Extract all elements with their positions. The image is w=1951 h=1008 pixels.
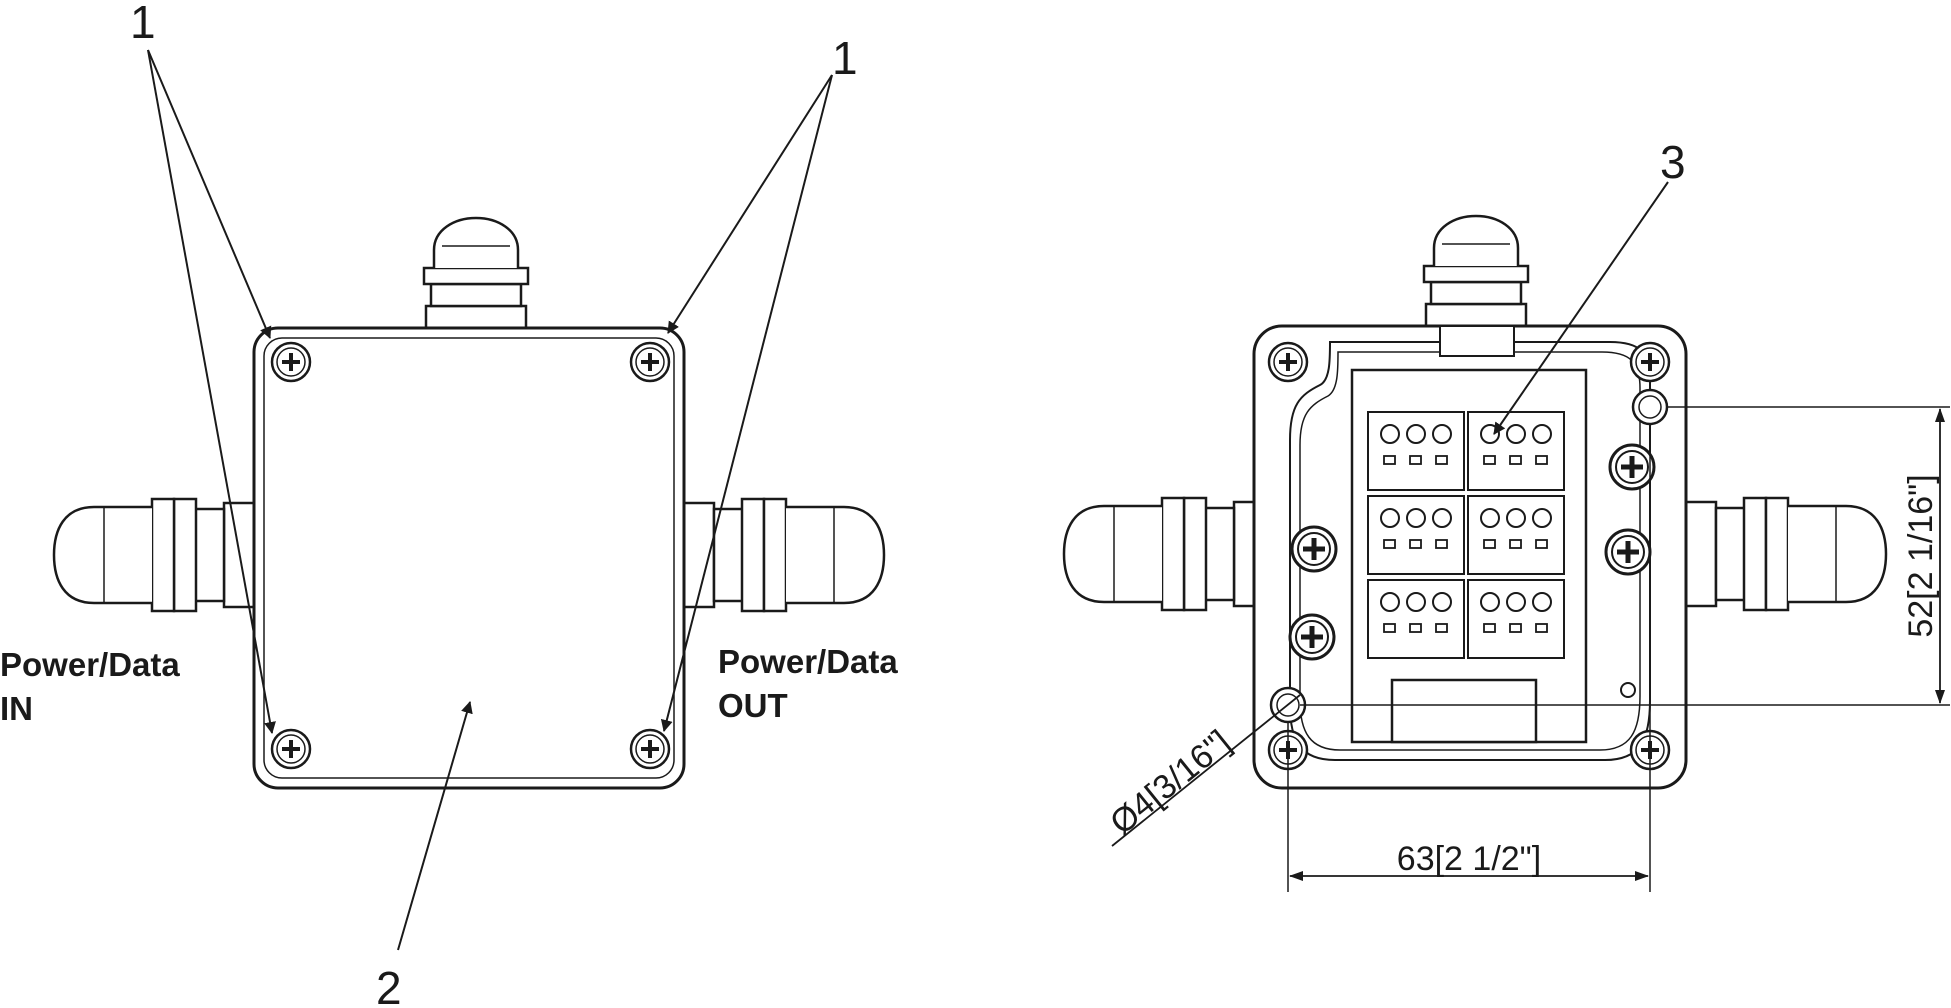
internal-screw-3: [1610, 445, 1654, 489]
housing-screw-top-left: [1267, 341, 1309, 383]
width-dimension: 63[2 1/2"]: [1287, 428, 1651, 892]
cover-screw-top-right: [629, 341, 671, 383]
width-dimension-label: 63[2 1/2"]: [1397, 840, 1541, 878]
terminal-block-6: [1467, 579, 1565, 659]
port-label-in-line2: IN: [0, 690, 33, 727]
terminal-block-1: [1367, 411, 1465, 491]
top-cable-gland-right: [1422, 214, 1530, 328]
terminal-block-3: [1367, 495, 1465, 575]
in-cable-gland: [52, 497, 256, 613]
height-dimension-label: 52[2 1/16"]: [1902, 474, 1940, 637]
terminal-block-5: [1367, 579, 1465, 659]
callout-2: 2: [376, 962, 402, 1008]
internal-screw-1: [1290, 615, 1334, 659]
height-dimension: 52[2 1/16"]: [1300, 406, 1950, 706]
cover-screw-bottom-left: [270, 728, 312, 770]
top-cable-gland-left: [422, 216, 530, 330]
label-window: [1390, 678, 1538, 744]
internal-screw-2: [1292, 527, 1336, 571]
cover-screw-bottom-right: [629, 728, 671, 770]
cover-screw-top-left: [270, 341, 312, 383]
internal-screw-4: [1606, 530, 1650, 574]
open-box-view: 3 52[2 1/16"] 63[2 1/2"] Ø4[3/16"]: [1062, 136, 1950, 892]
hole-diameter-label: Ø4[3/16"]: [1103, 723, 1238, 842]
terminal-block-2: [1467, 411, 1565, 491]
callout-3: 3: [1660, 136, 1686, 188]
mounting-hole-top-right: [1631, 388, 1669, 426]
callout-1-right: 1: [832, 32, 858, 84]
port-label-out-line1: Power/Data: [718, 643, 898, 680]
box-cover: [252, 326, 686, 790]
closed-box-view: 1 1 2 Power/Data IN Power/Data OUT: [0, 0, 898, 1008]
right-side-cable-gland: [1684, 496, 1888, 612]
port-label-out-line2: OUT: [718, 687, 788, 724]
terminal-block-4: [1467, 495, 1565, 575]
housing-screw-top-right: [1629, 341, 1671, 383]
out-cable-gland: [682, 497, 886, 613]
port-label-in-line1: Power/Data: [0, 646, 180, 683]
callout-1-left: 1: [130, 0, 156, 48]
left-side-cable-gland: [1062, 496, 1266, 612]
